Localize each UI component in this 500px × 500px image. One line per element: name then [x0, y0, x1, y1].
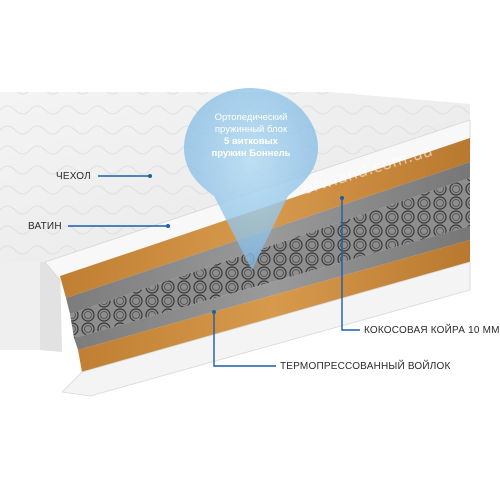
label-coconut: КОКОСОВАЯ КОЙРА 10 ММ [364, 325, 500, 336]
callout-line-3: 5 витковых [224, 136, 278, 147]
label-cover: ЧЕХОЛ [56, 171, 91, 182]
callout-bubble [184, 88, 318, 270]
callout-text: Ортопедический пружинный блок 5 витковых… [196, 112, 306, 160]
callout-line-2: пружинный блок [214, 124, 288, 135]
callout-line-4: пружин Боннель [211, 148, 291, 159]
label-batting: ВАТИН [28, 221, 62, 232]
leader-lines [68, 175, 360, 367]
label-felt: ТЕРМОПРЕССОВАННЫЙ ВОЙЛОК [280, 361, 451, 372]
cover-side-panel [0, 262, 40, 350]
callout-line-1: Ортопедический [214, 112, 288, 123]
felt-layer-bottom [74, 226, 470, 350]
coconut-layer-bottom [78, 240, 470, 372]
felt-layer-top [66, 162, 470, 314]
